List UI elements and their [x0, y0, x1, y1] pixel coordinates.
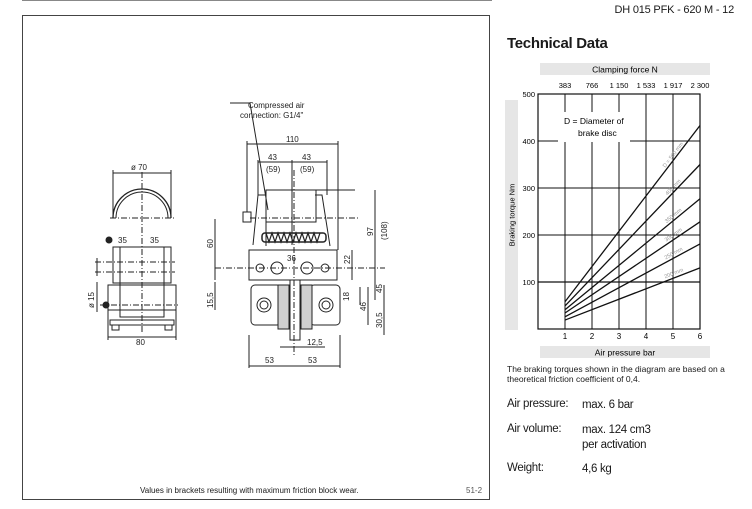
y-tick-label: 500: [522, 90, 535, 99]
spec-value-air-pressure: max. 6 bar: [582, 399, 634, 411]
dim-110: 110: [286, 135, 299, 144]
dim-dia15: ø 15: [87, 291, 96, 308]
top-tick-label: 1 917: [664, 81, 683, 90]
x-tick-label: 2: [590, 332, 595, 341]
dim-80: 80: [136, 338, 145, 347]
dim-22: 22: [343, 255, 352, 264]
header-rule: [22, 0, 492, 1]
x-tick-label: 6: [698, 332, 703, 341]
y-axis-label: Braking torque Nm: [508, 184, 517, 247]
spec-value-weight: 4,6 kg: [582, 463, 612, 475]
x-axis-label: Air pressure bar: [595, 348, 656, 358]
front-view: [214, 102, 385, 368]
spec-label-air-pressure: Air pressure:: [507, 398, 569, 410]
dim-108: (108): [380, 221, 389, 240]
document-id: DH 015 PFK - 620 M - 12: [614, 4, 734, 16]
spec-label-air-volume: Air volume:: [507, 423, 562, 435]
top-tick-label: 383: [559, 81, 572, 90]
dim-45: 45: [375, 284, 384, 293]
y-axis-band: [505, 100, 518, 330]
dim-43-right: 43: [302, 153, 311, 162]
footer-note: Values in brackets resulting with maximu…: [140, 486, 359, 495]
dim-18: 18: [342, 292, 351, 301]
technical-drawing: Compressed air connection: G1/4" ø 70 35…: [87, 101, 389, 368]
annotation-line2: brake disc: [578, 128, 617, 138]
series-line: [564, 221, 701, 314]
series-line: [564, 243, 701, 318]
dim-46: 46: [359, 302, 368, 311]
dim-60: 60: [206, 239, 215, 248]
series-line: [564, 164, 701, 307]
label-compressed-air-2: connection: G1/4": [240, 111, 303, 120]
dim-30-5: 30,5: [375, 312, 384, 328]
y-tick-label: 400: [522, 137, 535, 146]
section-title: Technical Data: [507, 35, 608, 52]
dim-59-right: (59): [300, 165, 315, 174]
spec-label-weight: Weight:: [507, 462, 544, 474]
top-tick-label: 1 533: [637, 81, 656, 90]
friction-note: The braking torques shown in the diagram…: [507, 364, 725, 384]
annotation-bg: [558, 112, 630, 142]
dim-dia70: ø 70: [131, 163, 148, 172]
top-axis-label: Clamping force N: [592, 65, 658, 75]
y-tick-label: 300: [522, 184, 535, 193]
dim-53-right: 53: [308, 356, 317, 365]
drawing-frame: [22, 15, 490, 500]
spec-value-air-volume: max. 124 cm3: [582, 424, 651, 436]
dim-12-5: 12,5: [307, 338, 323, 347]
dim-15-5: 15,5: [206, 292, 215, 308]
y-tick-label: 200: [522, 231, 535, 240]
braking-torque-chart: Clamping force N Air pressure bar Brakin…: [505, 63, 710, 358]
dim-36: 36: [287, 254, 296, 263]
dim-53-left: 53: [265, 356, 274, 365]
spec-value-air-volume-2: per activation: [582, 439, 647, 451]
top-tick-label: 766: [586, 81, 599, 90]
page-number: 51-2: [466, 486, 483, 495]
top-tick-label: 2 300: [691, 81, 710, 90]
series-line: [564, 267, 701, 321]
annotation-line1: D = Diameter of: [564, 116, 624, 126]
y-tick-label: 100: [522, 278, 535, 287]
x-tick-label: 1: [563, 332, 568, 341]
dim-35-left: 35: [118, 236, 127, 245]
series-line: [564, 125, 701, 303]
x-tick-label: 3: [617, 332, 622, 341]
x-tick-label: 5: [671, 332, 676, 341]
dim-43-left: 43: [268, 153, 277, 162]
series-line: [564, 198, 701, 311]
dim-97: 97: [366, 227, 375, 236]
x-tick-label: 4: [644, 332, 649, 341]
side-view: [95, 170, 178, 340]
top-tick-label: 1 150: [610, 81, 629, 90]
x-axis-band: [540, 346, 710, 358]
top-axis-band: [540, 63, 710, 75]
dim-59-left: (59): [266, 165, 281, 174]
label-compressed-air-1: Compressed air: [248, 101, 305, 110]
dim-35-right: 35: [150, 236, 159, 245]
